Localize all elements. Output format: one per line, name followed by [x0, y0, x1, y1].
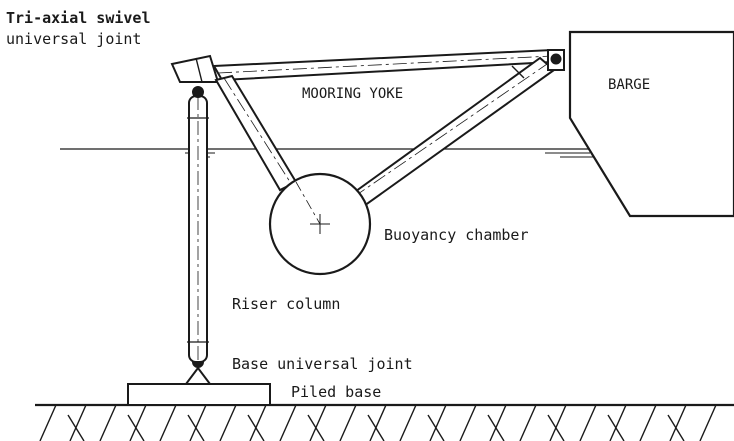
barge-hull: [568, 30, 734, 218]
buoyancy-chamber-label: Buoyancy chamber: [384, 226, 529, 244]
seabed-hatching: [39, 404, 717, 441]
swivel-label-line1: Tri-axial swivel: [6, 9, 151, 27]
riser-column-label: Riser column: [232, 295, 341, 313]
piled-base-label: Piled base: [291, 383, 382, 401]
mooring-yoke-label: MOORING YOKE: [302, 86, 404, 102]
yoke-top-member: [212, 48, 553, 82]
base-joint-mount: [184, 366, 212, 385]
swivel-joint-body: [170, 54, 220, 83]
water-ripples: [185, 152, 595, 158]
barge-label: BARGE: [608, 77, 651, 93]
piled-base-block: [127, 383, 271, 406]
base-joint-label: Base universal joint: [232, 355, 413, 373]
top-riser-pin: [192, 86, 204, 98]
swivel-label-line2: universal joint: [6, 30, 142, 48]
barge-hitch-pin: [550, 53, 562, 65]
